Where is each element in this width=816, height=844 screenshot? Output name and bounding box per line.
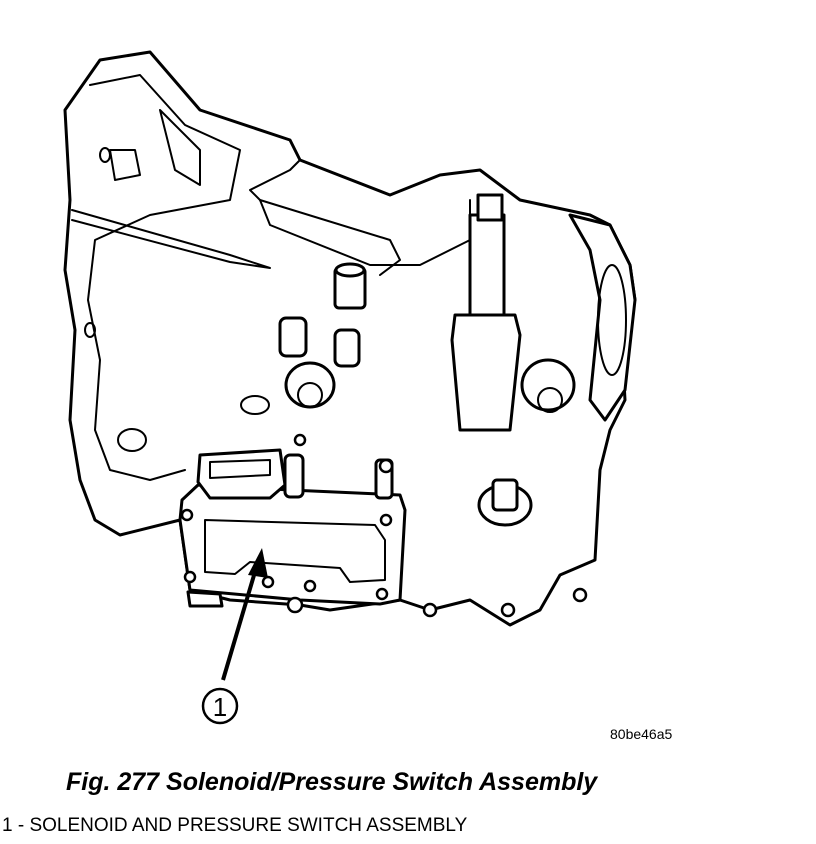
bolt: [180, 508, 194, 522]
legend-item: 1 - SOLENOID AND PRESSURE SWITCH ASSEMBL…: [2, 815, 468, 836]
sensor-body: [491, 478, 519, 512]
figure-caption: Fig. 277 Solenoid/Pressure Switch Assemb…: [66, 768, 598, 796]
fitting-left: [278, 316, 308, 358]
bolt: [286, 596, 304, 614]
bell-housing-ribs: [71, 109, 271, 269]
mount-boss-1: [117, 428, 147, 452]
image-code: 80be46a5: [610, 726, 673, 742]
shaft-cap: [476, 193, 504, 222]
solenoid-connector-inner: [209, 459, 271, 479]
fitting-nut-right-inner: [537, 387, 563, 413]
bolt: [572, 587, 588, 603]
solenoid-post: [283, 453, 305, 499]
solenoid-tab: [186, 590, 224, 608]
callout-circle: [201, 687, 239, 725]
mount-boss-4: [99, 147, 111, 163]
fitting-mid: [333, 328, 361, 368]
solenoid-assembly-panel: [204, 519, 386, 583]
bolt: [379, 513, 393, 527]
upper-rib: [199, 109, 401, 276]
solenoid-assembly-body: [178, 483, 407, 606]
shaft: [468, 213, 506, 332]
output-seal: [597, 264, 627, 376]
bolt: [183, 570, 197, 584]
bolt: [378, 458, 394, 474]
mount-boss-3: [84, 322, 96, 338]
bolt: [261, 575, 275, 589]
fitting-top-end: [334, 262, 366, 278]
bolt: [422, 602, 438, 618]
bolt: [303, 579, 317, 593]
transaxle-illustration: 1: [63, 50, 637, 725]
callout-number: 1: [213, 692, 227, 722]
bell-housing-rim: [87, 74, 241, 481]
bolt: [293, 433, 307, 447]
fitting-nut-left-inner: [297, 382, 323, 408]
fitting-nut-right: [520, 358, 576, 412]
fitting-nut-left: [284, 361, 336, 409]
bolt: [375, 587, 389, 601]
solenoid-connector: [196, 448, 287, 500]
bolt: [500, 602, 516, 618]
mount-boss-2: [240, 395, 270, 415]
callout-arrow-head: [248, 548, 268, 578]
callout-arrow-line: [221, 564, 259, 681]
shaft-base: [450, 313, 522, 432]
